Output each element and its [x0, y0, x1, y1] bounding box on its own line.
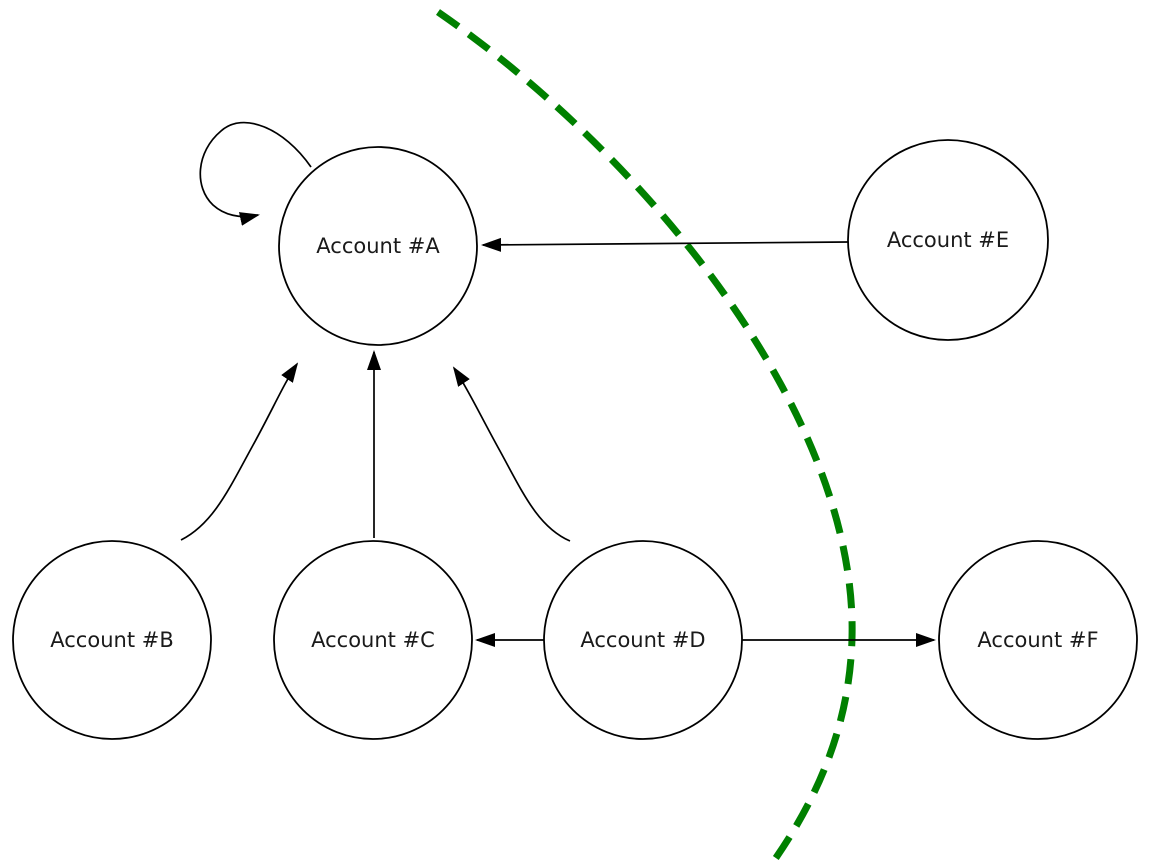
node-account-c-circle	[273, 540, 473, 740]
node-account-d-label: Account #D	[580, 628, 705, 652]
node-account-d: Account #D	[543, 540, 743, 740]
edge-a-self-loop	[199, 121, 312, 226]
node-account-d-circle	[543, 540, 743, 740]
node-account-b: Account #B	[12, 540, 212, 740]
edge-e-to-a	[481, 237, 849, 252]
node-account-b-circle	[12, 540, 212, 740]
node-account-e: Account #E	[847, 139, 1049, 341]
node-account-b-label: Account #B	[50, 628, 173, 652]
edge-b-to-a	[180, 362, 299, 541]
node-account-a-circle	[278, 146, 478, 346]
node-account-f-circle	[938, 540, 1138, 740]
node-account-e-label: Account #E	[887, 228, 1009, 252]
node-account-a: Account #A	[278, 146, 478, 346]
node-account-c-label: Account #C	[311, 628, 435, 652]
node-account-a-label: Account #A	[316, 234, 440, 258]
node-account-c: Account #C	[273, 540, 473, 740]
edge-d-to-a	[452, 366, 571, 542]
partition-boundary-curve	[436, 9, 856, 864]
node-account-f-label: Account #F	[977, 628, 1098, 652]
node-account-f: Account #F	[938, 540, 1138, 740]
node-account-e-circle	[847, 139, 1049, 341]
